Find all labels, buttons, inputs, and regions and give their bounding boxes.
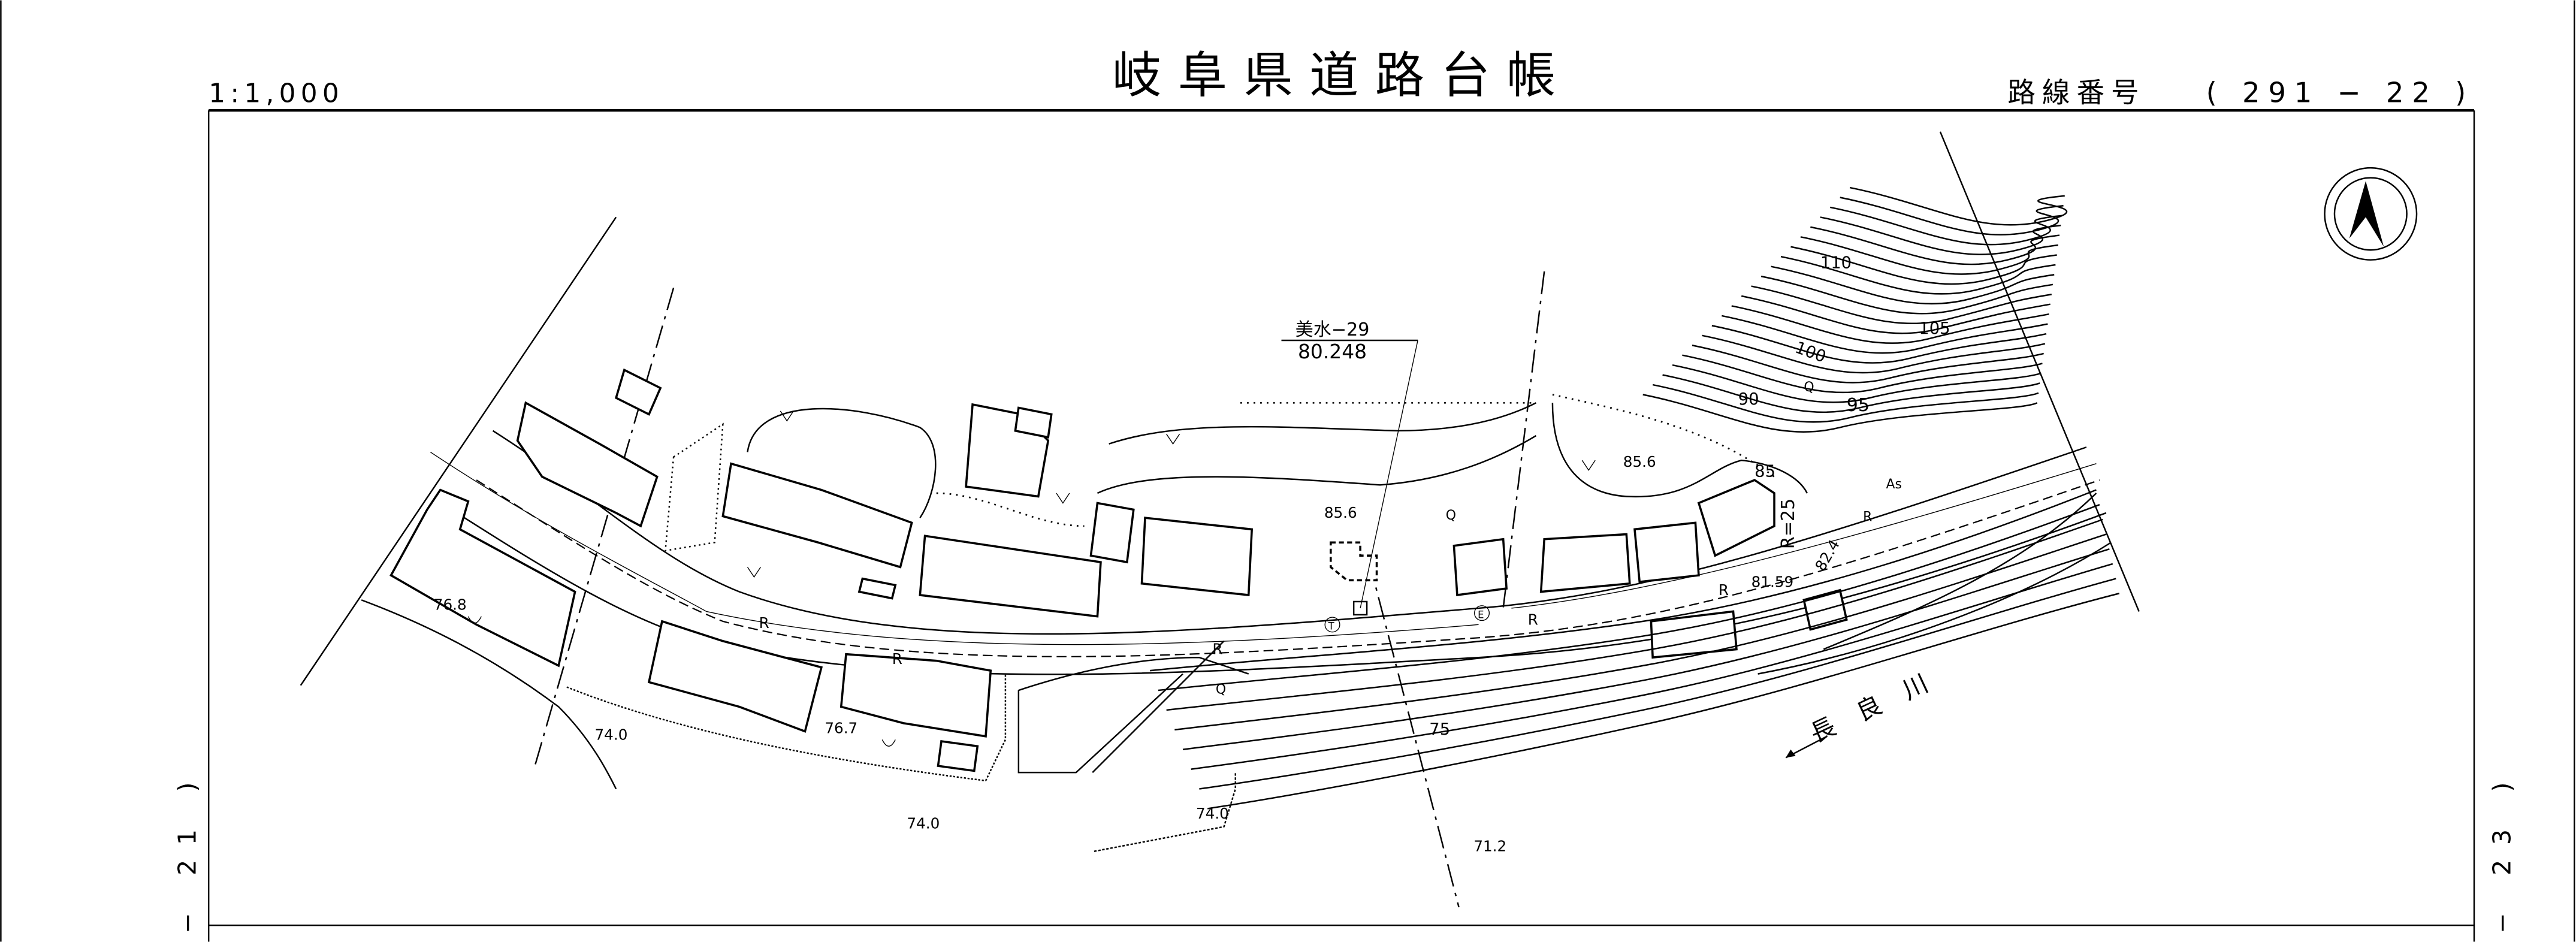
contour-lines-riverbank <box>1150 489 2120 810</box>
contour-label: 75 <box>1429 720 1450 739</box>
contour-line <box>1780 255 2056 295</box>
symbol-r: R <box>1528 611 1538 628</box>
symbol-r: R <box>1863 510 1872 525</box>
symbol-field: Q <box>1446 508 1456 523</box>
contour-line <box>1751 285 2052 325</box>
symbol-field: Q <box>1804 380 1814 395</box>
adjacent-sheet-right: − 23 ) <box>2487 768 2516 934</box>
contour-line <box>1672 364 2042 403</box>
contour-line <box>1771 265 2055 305</box>
spot-height: 74.0 <box>907 814 940 832</box>
river-name: 長良川 <box>1806 658 1956 748</box>
river-embankment <box>1757 493 2112 675</box>
spot-height: 74.0 <box>1196 805 1229 822</box>
land-parcels <box>361 394 1808 852</box>
spot-height: 76.8 <box>434 596 467 614</box>
contour-line <box>1662 374 2040 413</box>
contour-line <box>1840 197 2064 236</box>
spot-height: 85.6 <box>1623 453 1656 470</box>
sheet-cut-lines <box>300 131 2140 686</box>
symbol-r: R <box>1719 581 1729 599</box>
spot-height: 74.0 <box>594 726 627 743</box>
contour-line <box>1191 563 2113 770</box>
river-label: 長良川 <box>1785 658 1956 759</box>
contour-line <box>1722 315 2048 354</box>
buildings <box>389 368 1848 772</box>
map-symbols: R R R R R R T E Q Q Q As <box>759 380 1902 697</box>
contour-line <box>1760 275 2053 315</box>
adjacent-sheet-left: − 21 ) <box>173 768 201 934</box>
contour-line <box>1830 206 2062 246</box>
symbol-telephone-pole: T <box>1328 621 1335 632</box>
symbol-r: R <box>1212 641 1222 658</box>
curve-radius-label: R=25 <box>1778 499 1799 550</box>
contour-lines-hillside <box>1642 186 2068 433</box>
north-arrow-icon <box>2324 167 2418 261</box>
contour-label: 105 <box>1919 319 1950 338</box>
contour-line <box>1682 354 2043 394</box>
contour-line <box>1199 578 2116 790</box>
contour-line <box>1731 305 2049 344</box>
symbol-field: Q <box>1216 683 1226 698</box>
contour-label: 85 <box>1754 463 1775 481</box>
map-frame <box>207 109 2475 942</box>
contour-line <box>1692 345 2044 384</box>
route-label: 路線番号 <box>2007 76 2145 108</box>
contour-line <box>1820 216 2061 255</box>
symbol-asphalt: As <box>1886 477 1901 492</box>
contour-line <box>1711 325 2047 364</box>
contour-line <box>1182 548 2110 750</box>
spot-height: 82.4 <box>1811 537 1843 574</box>
contour-line <box>1150 489 2097 672</box>
contour-line <box>1702 334 2046 374</box>
spot-height: 81.59 <box>1751 573 1794 590</box>
contour-label: 90 <box>1738 390 1759 409</box>
contour-line <box>1207 593 2120 810</box>
route-number: ( 291 − 22 ) <box>2206 76 2474 108</box>
contour-line <box>1790 246 2057 285</box>
road <box>430 430 2107 675</box>
cross-section-lines <box>533 271 1545 908</box>
spot-height: 85.6 <box>1324 504 1357 521</box>
contour-line <box>1849 186 2068 226</box>
benchmark-label: 美水−29 80.248 <box>1281 319 1418 616</box>
scale-label: 1:1,000 <box>209 78 344 108</box>
benchmark-name: 美水−29 <box>1295 319 1370 340</box>
contour-label: 95 <box>1847 395 1870 416</box>
sheet-title: 岐阜県道路台帳 <box>1112 47 1572 104</box>
contour-line <box>1741 295 2050 334</box>
symbol-r: R <box>892 650 902 668</box>
land-use-marks <box>467 410 1596 747</box>
contour-line <box>1174 533 2107 731</box>
contour-line <box>1642 394 2038 433</box>
contour-line <box>1810 226 2060 265</box>
contour-line <box>1652 384 2039 423</box>
symbol-electric-pole: E <box>1478 609 1484 620</box>
contour-line <box>1800 236 2058 275</box>
contour-line <box>1166 518 2103 711</box>
benchmark-height: 80.248 <box>1298 340 1367 363</box>
contour-line <box>1158 504 2100 692</box>
contour-labels: 75 85 90 95 100 105 110 <box>1429 253 1950 739</box>
spot-height: 71.2 <box>1473 838 1506 855</box>
contour-label: 110 <box>1820 253 1852 272</box>
spot-height: 76.7 <box>825 719 857 736</box>
symbol-r: R <box>759 614 769 632</box>
